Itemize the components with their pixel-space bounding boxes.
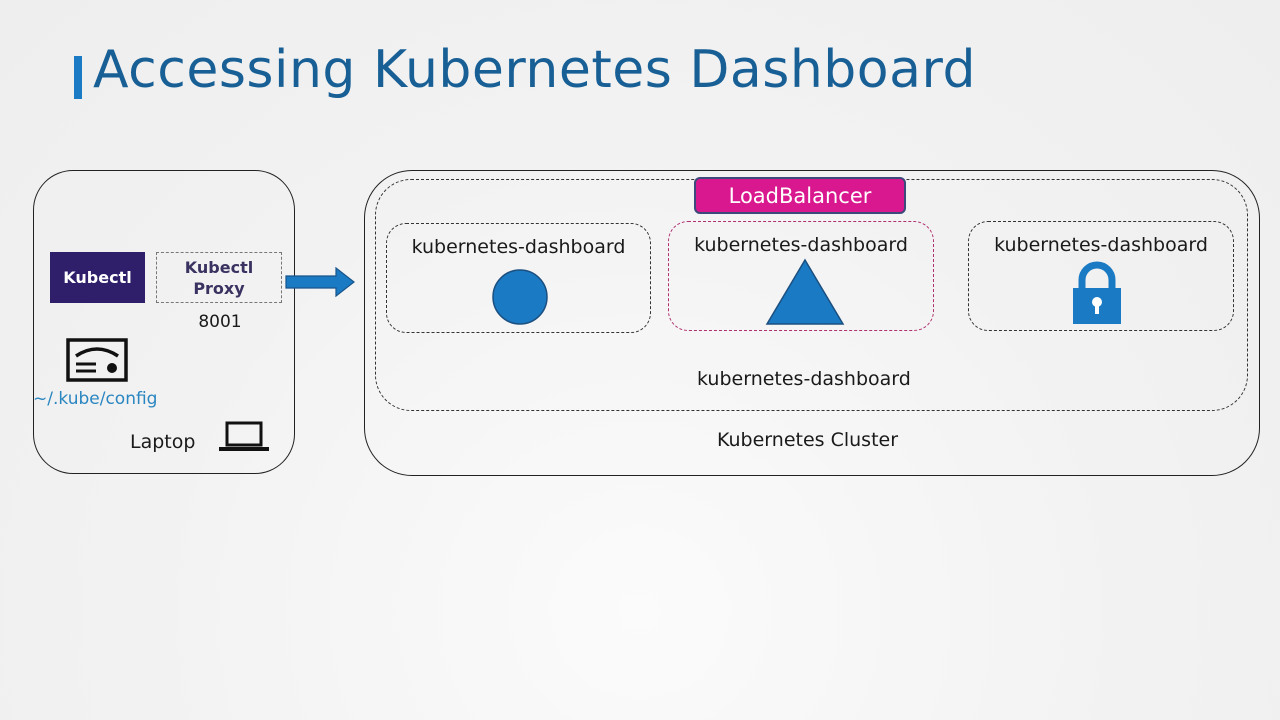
slide-title: Accessing Kubernetes Dashboard [93,40,976,100]
laptop-label: Laptop [130,431,196,453]
loadbalancer-badge: LoadBalancer [694,177,906,214]
deployment-pod-box: kubernetes-dashboard [386,223,651,333]
circle-icon [492,269,548,325]
triangle-icon [765,258,845,325]
kubectl-proxy-box: Kubectl Proxy [156,252,282,303]
secret-label: kubernetes-dashboard [994,234,1208,256]
laptop-icon [219,421,269,451]
kube-config-path: ~/.kube/config [33,389,158,409]
kubectl-box: Kubectl [50,252,145,303]
certificate-icon [66,338,128,382]
service-box[interactable]: kubernetes-dashboard [668,221,934,331]
proxy-label-line2: Proxy [193,278,245,298]
cluster-label: Kubernetes Cluster [717,429,899,451]
arrow-right-icon [285,266,355,298]
secret-box: kubernetes-dashboard [968,221,1234,331]
kubernetes-cluster-container [364,170,1260,476]
laptop-container [33,170,295,474]
proxy-port: 8001 [198,312,242,332]
service-label: kubernetes-dashboard [694,234,908,256]
lock-icon [1073,261,1121,324]
proxy-label-line1: Kubectl [184,257,254,277]
pod-label: kubernetes-dashboard [411,236,626,258]
namespace-label: kubernetes-dashboard [697,368,911,390]
title-accent-bar [74,56,82,99]
